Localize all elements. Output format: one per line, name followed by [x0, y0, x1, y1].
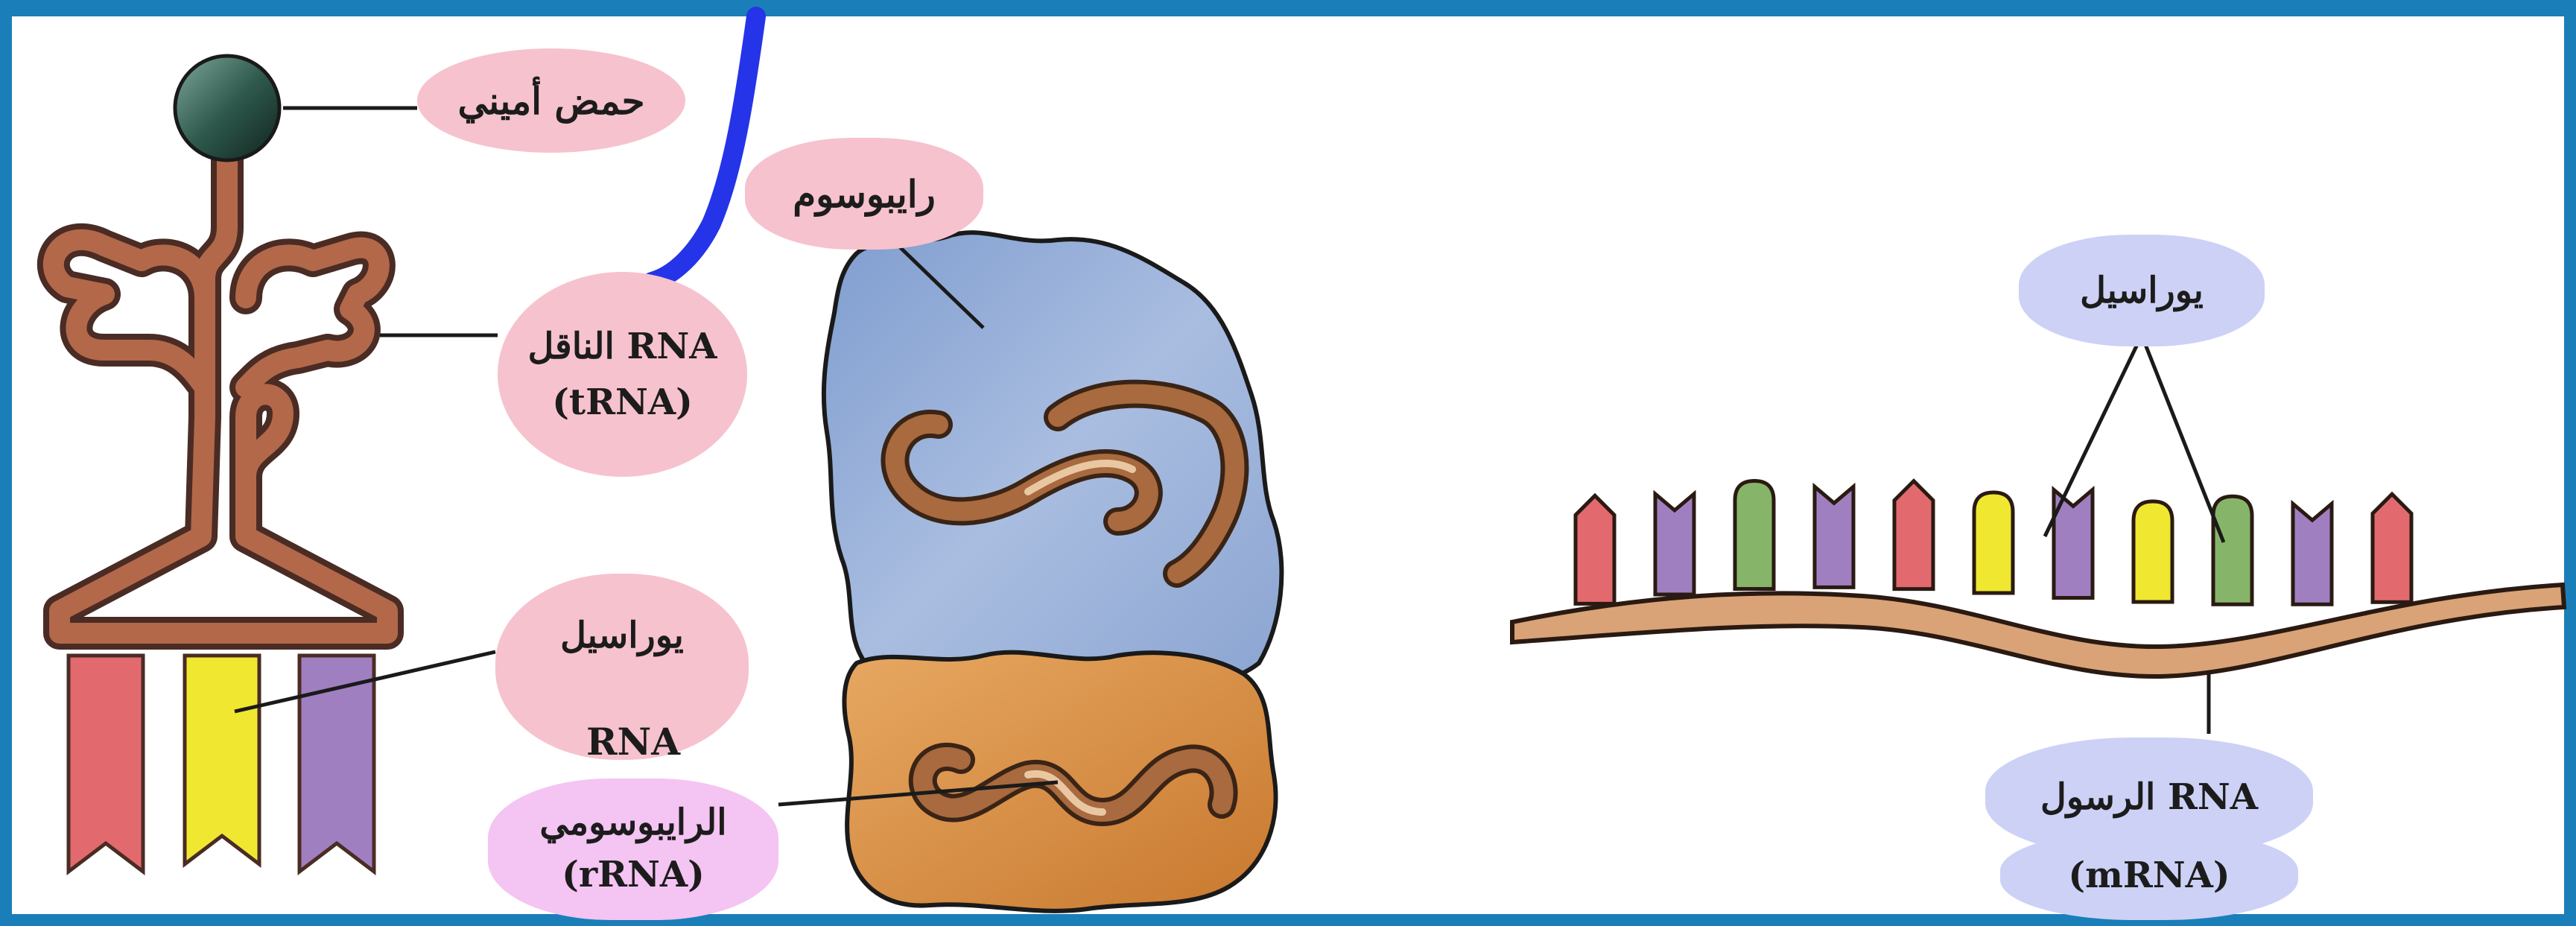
ribosome	[824, 232, 1282, 911]
mrna-base-purple	[1655, 494, 1694, 594]
mrna-base-yellow	[1974, 492, 2013, 593]
mrna-strand	[1512, 481, 2564, 676]
rrna-label-line1: RNA	[551, 715, 715, 767]
mrna-base-red	[1576, 495, 1614, 603]
amino-acid-ball	[175, 56, 279, 160]
mrna-label-line1: RNA الرسول	[2040, 776, 2258, 818]
trna-base-red	[69, 656, 143, 872]
mrna-base-yellow	[2134, 501, 2172, 602]
uracil-right-text: يوراسيل	[2080, 270, 2204, 311]
mrna-base-purple	[1815, 486, 1853, 587]
mrna-bases	[1576, 481, 2411, 605]
rrna-label: الرايبوسومي (rRNA)	[488, 778, 778, 920]
rrna-label-line2: الرايبوسومي	[539, 797, 726, 849]
mrna-base-purple	[2293, 504, 2332, 604]
trna-label-line2: (tRNA)	[552, 375, 693, 430]
mrna-label-line2: (mRNA)	[2068, 854, 2230, 896]
mrna-base-red	[2373, 494, 2411, 602]
trna-label: RNA الناقل (tRNA)	[498, 272, 747, 477]
mrna-base-red	[1894, 481, 1933, 589]
uracil-right-label: يوراسيل	[2019, 235, 2265, 346]
trna-bases	[69, 656, 374, 872]
trna-base-yellow	[185, 656, 259, 864]
mrna-base-green	[1735, 481, 1774, 589]
ribosome-label: رايبوسوم	[745, 138, 983, 250]
amino-acid-text: حمض أميني	[458, 79, 645, 123]
trna-molecule	[54, 56, 387, 872]
ribosome-text: رايبوسوم	[793, 172, 936, 216]
rrna-label-line1-text: RNA	[586, 720, 680, 764]
pen-annotation-stroke	[652, 16, 756, 282]
mrna-label-sub: (mRNA)	[2000, 831, 2298, 920]
mrna-base-green	[2213, 496, 2252, 604]
amino-acid-label: حمض أميني	[417, 48, 685, 153]
rrna-label-line3: (rRNA)	[562, 849, 705, 901]
trna-label-line1: RNA الناقل	[527, 319, 717, 374]
uracil-left-text: يوراسيل	[560, 615, 684, 656]
